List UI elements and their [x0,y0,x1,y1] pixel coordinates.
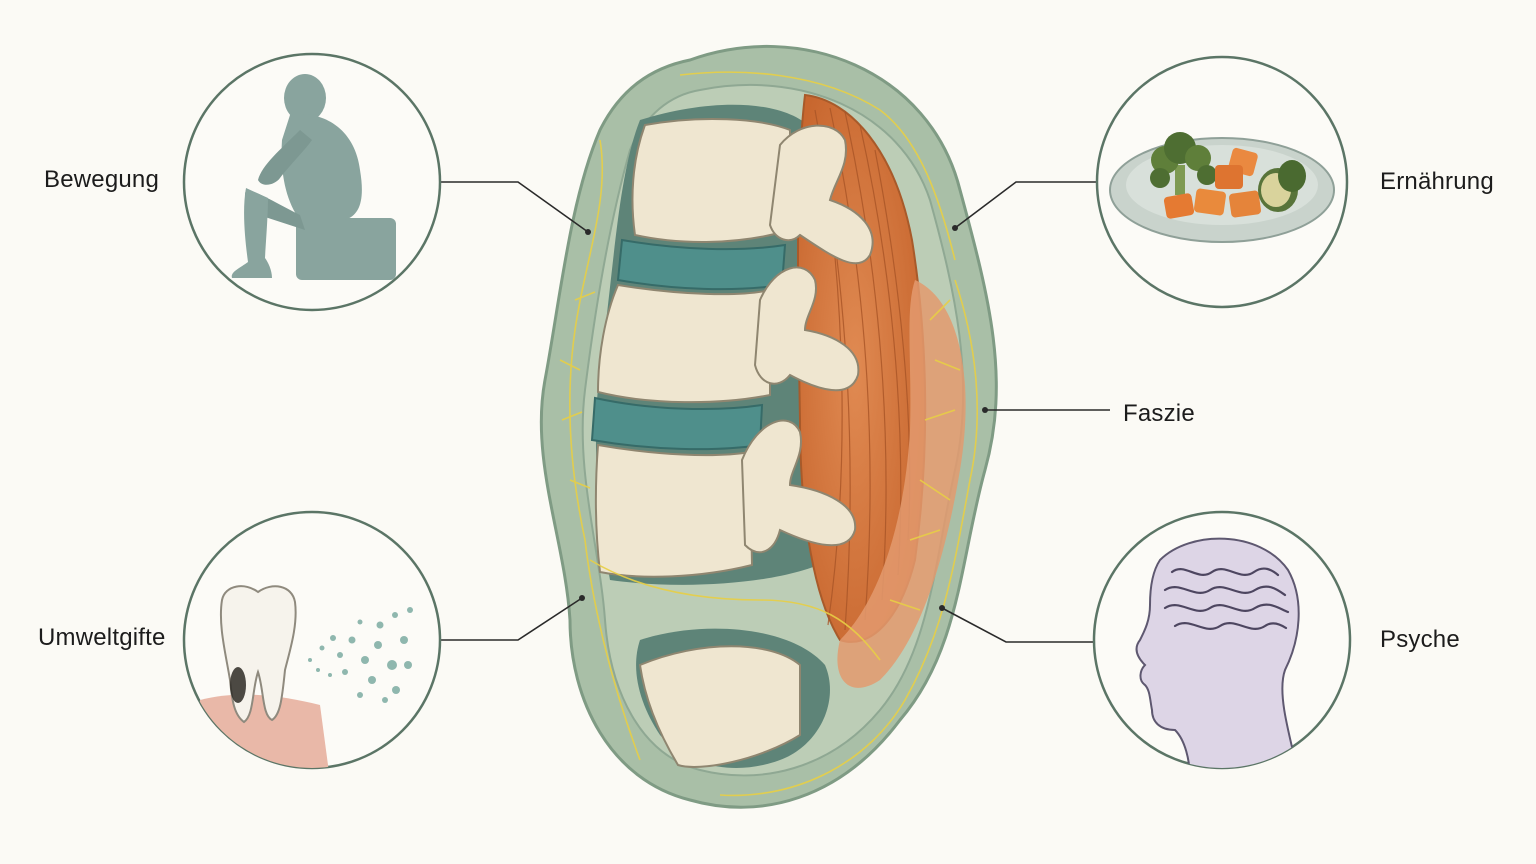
connector-umweltgifte [440,597,583,641]
toxin-particles [308,607,413,703]
fascia-cross-section [539,45,998,809]
connector-ernaehrung [954,181,1096,229]
vertebra-1 [631,118,874,265]
label-bewegung: Bewegung [44,166,160,193]
head-profile-icon [1135,537,1302,768]
nerve-network [559,71,979,797]
connector-dots [579,225,988,611]
broccoli [1150,132,1217,195]
brain-waves [1163,567,1290,630]
circle-umweltgifte [182,510,442,770]
connector-bewegung [440,181,589,233]
circle-bewegung [182,52,442,312]
connector-lines [440,181,1110,643]
connector-psyche [941,607,1096,643]
vertebra-3 [594,419,857,578]
sitting-person-icon [231,74,396,280]
label-umweltgifte: Umweltgifte [38,624,166,651]
vegetable-plate-icon [1109,132,1335,243]
tooth-toxin-icon [190,585,413,768]
label-psyche: Psyche [1380,626,1460,653]
label-ernaehrung: Ernährung [1380,168,1494,195]
vertebra-lower [636,628,830,768]
vertebra-2 [596,266,860,404]
circle-psyche [1092,510,1352,770]
inflamed-tissue [837,280,966,688]
label-faszie: Faszie [1123,400,1195,427]
circle-ernaehrung [1095,55,1349,309]
